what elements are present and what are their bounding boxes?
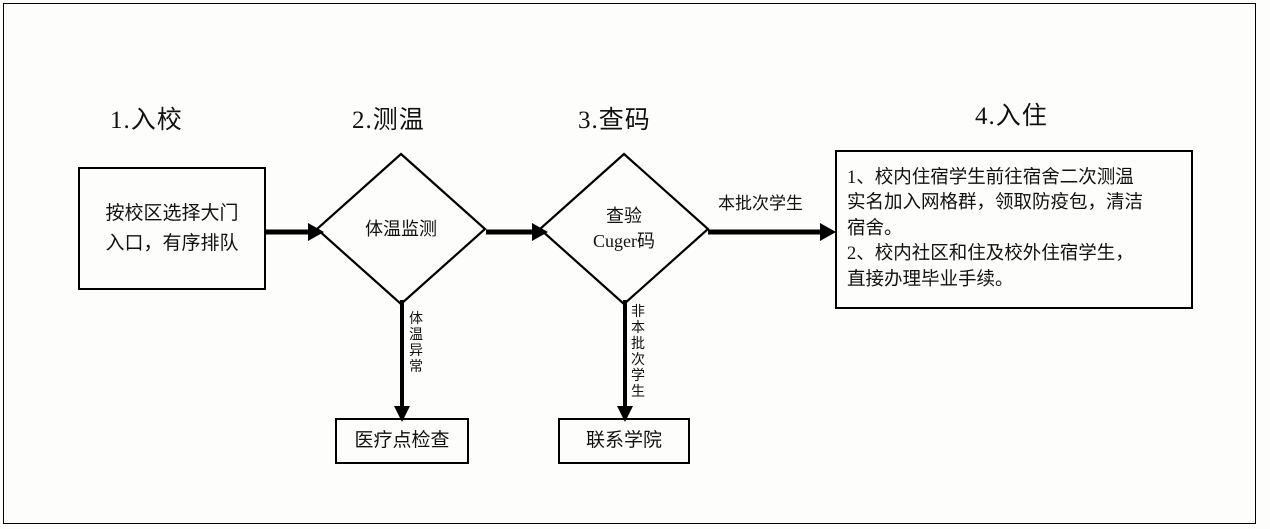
node-medical-box[interactable]: 医疗点检查: [335, 418, 469, 464]
step-title-2: 2.测温: [352, 107, 425, 134]
step-title-1: 1.入校: [110, 107, 183, 134]
edge-label-current-batch: 本批次学生: [718, 194, 803, 213]
node-temp-check[interactable]: 体温监测: [315, 152, 487, 306]
connector-entry-to-temp: [264, 223, 324, 241]
node-entry-box[interactable]: 按校区选择大门 入口，有序排队: [78, 167, 266, 290]
step-title-3: 3.查码: [578, 107, 651, 134]
connector-code-to-checkin: [708, 223, 836, 241]
page-border: [3, 3, 1256, 524]
edge-label-temp-abnormal: 体温异常: [409, 312, 423, 375]
connector-temp-to-code: [486, 223, 548, 241]
node-contact-box[interactable]: 联系学院: [558, 418, 690, 464]
edge-label-other-batch: 非本批次学生: [631, 305, 645, 400]
node-medical-box-text: 医疗点检查: [354, 430, 450, 451]
diamond-shape-code: [538, 152, 710, 306]
connector-temp-to-medical: [394, 300, 410, 422]
node-code-check[interactable]: 查验 Cuger码: [538, 152, 710, 306]
node-checkin-box-text: 1、校内住宿学生前往宿舍二次测温 实名加入网格群，领取防疫包，清洁 宿舍。 2、…: [847, 167, 1144, 290]
step-title-4: 4.入住: [975, 103, 1048, 130]
node-contact-box-text: 联系学院: [585, 430, 662, 451]
diamond-shape-temp: [315, 152, 487, 306]
node-checkin-box[interactable]: 1、校内住宿学生前往宿舍二次测温 实名加入网格群，领取防疫包，清洁 宿舍。 2、…: [835, 150, 1193, 309]
connector-code-to-contact: [617, 300, 633, 422]
node-entry-box-text: 按校区选择大门 入口，有序排队: [105, 202, 239, 254]
